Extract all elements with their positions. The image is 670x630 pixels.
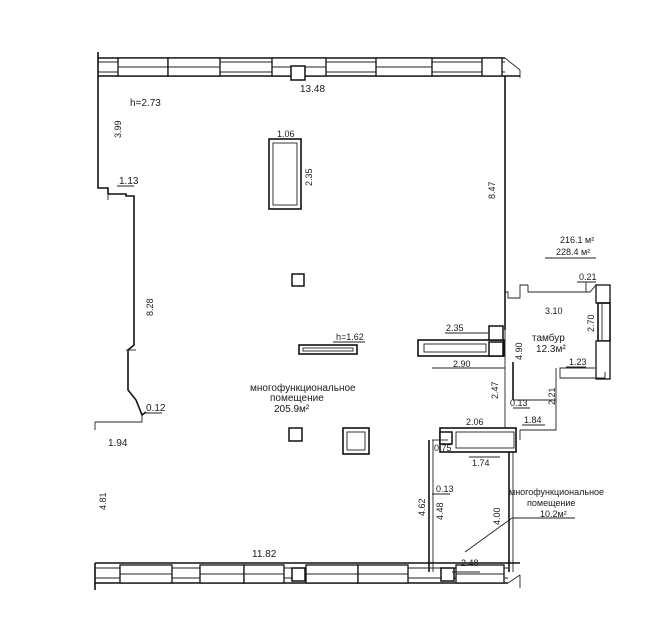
area-total-1-label: 216.1 м²: [560, 235, 594, 245]
v013a-label: 0.13: [510, 398, 528, 408]
bottom-windows: [119, 564, 505, 584]
beam: [298, 341, 365, 355]
d310-label: 3.10: [545, 306, 563, 316]
main-room-area: 205.9м²: [274, 404, 310, 415]
d123-label: 1.23: [569, 357, 587, 367]
mid-partition: [417, 325, 505, 357]
top-width-label: 13.48: [300, 84, 325, 95]
mid-offset-label: 2.90: [453, 359, 471, 369]
small-room-name-1: многофункциональное: [509, 487, 604, 497]
column-lower: [288, 427, 303, 442]
left-wall: [94, 80, 147, 430]
left-mid-label: 8.28: [145, 298, 155, 316]
beam-height-label: h=1.62: [336, 332, 364, 342]
d021-label: 0.21: [579, 272, 597, 282]
bottom-column-2: [440, 567, 455, 582]
left-upper-label: 3.99: [113, 120, 123, 138]
column-large: [342, 427, 370, 455]
d221-label: 2.21: [547, 387, 557, 405]
v400-label: 4.00: [492, 507, 502, 525]
interior-box: [268, 138, 302, 210]
ceiling-height-label: h=2.73: [130, 98, 161, 109]
v247-label: 2.47: [490, 381, 500, 399]
main-room-name-2: помещение: [270, 393, 324, 404]
box-height-label: 2.35: [304, 168, 314, 186]
v013b-label: 0.13: [436, 484, 454, 494]
right-upper-label: 8.47: [487, 181, 497, 199]
dimension-lines: [117, 185, 596, 573]
d184-label: 1.84: [524, 415, 542, 425]
vestibule-walls: [512, 282, 611, 440]
vestibule-area: 12.3м²: [536, 344, 566, 355]
d206-label: 2.06: [466, 417, 484, 427]
main-room-name-1: многофункциональное: [250, 382, 356, 394]
box-width-label: 1.06: [277, 129, 295, 139]
vestibule-name: тамбур: [532, 332, 565, 344]
top-windows: [117, 57, 503, 77]
v448-label: 4.48: [435, 502, 445, 520]
d174-label: 1.74: [472, 458, 490, 468]
right-wall: [504, 76, 540, 355]
column-center: [291, 273, 305, 287]
bottom-column-1: [291, 567, 306, 582]
v462-label: 4.62: [417, 498, 427, 516]
top-column: [290, 65, 306, 81]
small-room-area: 10.2м²: [540, 509, 567, 519]
left-small-label: 0.12: [146, 403, 166, 414]
left-notch-label: 1.13: [119, 176, 139, 187]
left-lower-label: 4.81: [98, 492, 108, 510]
d248-label: 2.48: [461, 558, 479, 568]
left-bottom-label: 1.94: [108, 438, 128, 449]
d270-label: 2.70: [586, 314, 596, 332]
bottom-width-label: 11.82: [252, 549, 277, 560]
d075-label: 0.75: [434, 443, 452, 453]
v490-label: 4.90: [514, 342, 524, 360]
area-total-2-label: 228.4 м²: [556, 247, 590, 257]
mid-span-label: 2.35: [446, 323, 464, 333]
small-room-name-2: помещение: [527, 498, 575, 508]
